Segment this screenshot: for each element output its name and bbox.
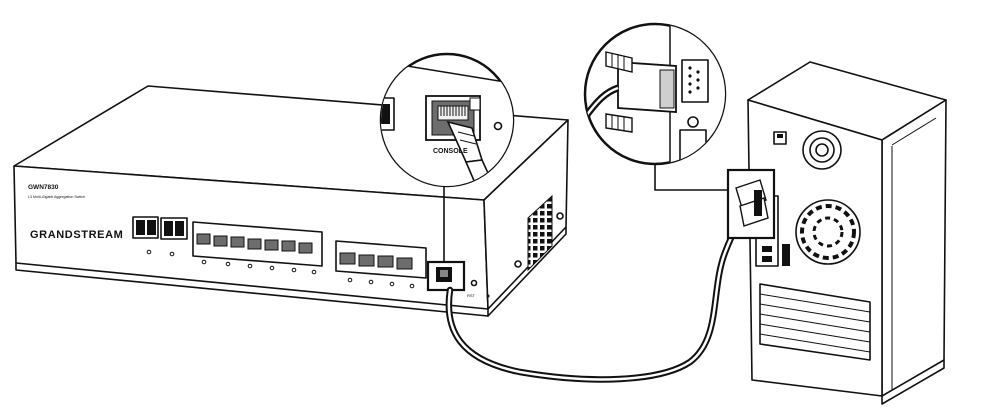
expansion-slots: [759, 283, 871, 361]
switch-model-label: GWN7830: [28, 184, 59, 191]
console-port-label: CONSOLE: [433, 148, 468, 155]
reset-button[interactable]: [470, 279, 478, 287]
console-port-callout: CONSOLE: [379, 52, 515, 188]
serial-connector-callout: [583, 22, 727, 166]
console-port-highlight: [426, 260, 466, 292]
case-fan-icon: [795, 199, 861, 265]
brand-logo-text: GRANDSTREAM: [30, 229, 123, 241]
callout-leader-pc: [654, 163, 731, 191]
thumb-screw-icon: [605, 51, 633, 133]
pc-connector-highlight: [726, 168, 776, 240]
db9-port-icon: [681, 59, 709, 103]
switch-subtitle-label: L3 Multi-Gigabit Aggregation Switch: [28, 195, 85, 199]
console-label-small: RST: [467, 293, 476, 298]
psu-fan-icon: [802, 130, 842, 170]
rj45-port-2[interactable]: [147, 220, 156, 235]
rj45-port-1[interactable]: [136, 220, 145, 235]
copper-port-group: [132, 216, 188, 257]
sfp-port-group-2: [335, 240, 427, 289]
sfp-port-group-1: [192, 221, 323, 275]
side-vent-grille: [527, 194, 553, 272]
pc-tower: [726, 61, 947, 405]
